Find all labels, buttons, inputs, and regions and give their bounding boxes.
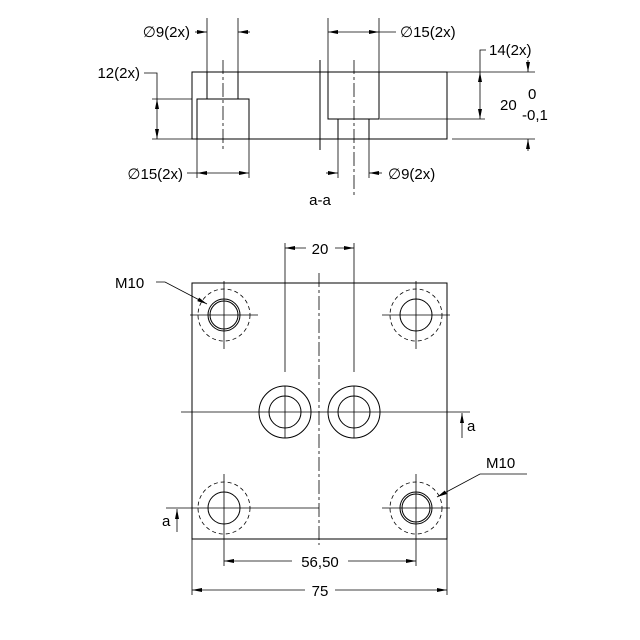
thread-label-bottom: M10	[486, 455, 515, 472]
dim-bottom-left: ∅15(2x)	[127, 166, 183, 183]
dim-depth-right: 14(2x)	[489, 42, 532, 59]
thread-label-top: M10	[115, 275, 144, 292]
center-hole-right	[327, 385, 381, 439]
plan-view: 20 56,50 75 M10 M10 a a	[115, 241, 527, 600]
hole-top-left	[190, 281, 258, 349]
tol-upper: 0	[528, 86, 536, 103]
dim-depth-left: 12(2x)	[97, 65, 140, 82]
plate-outline	[191, 282, 448, 540]
dim-width: 75	[312, 583, 329, 600]
through-hole-left	[206, 71, 239, 100]
section-view: ∅9(2x) ∅15(2x) 14(2x) 20 0 -0,1 12(2x) ∅…	[97, 18, 548, 209]
hole-bottom-right	[382, 474, 450, 542]
hole-top-right	[382, 281, 450, 349]
counterbore-right	[327, 71, 380, 120]
dim-top-right: ∅15(2x)	[400, 24, 456, 41]
dim-thickness: 20	[500, 97, 517, 114]
dim-bottom-right: ∅9(2x)	[388, 166, 435, 183]
tol-lower: -0,1	[522, 107, 548, 124]
center-hole-left	[258, 385, 312, 439]
through-hole-right	[337, 118, 370, 140]
section-mark-left: a	[162, 513, 171, 530]
dim-hole-spacing: 56,50	[301, 554, 339, 571]
section-mark-right: a	[467, 418, 476, 435]
dim-center-spacing: 20	[312, 241, 329, 258]
dim-top-left: ∅9(2x)	[143, 24, 190, 41]
section-title: a-a	[309, 192, 331, 209]
hole-bottom-left	[197, 474, 251, 542]
